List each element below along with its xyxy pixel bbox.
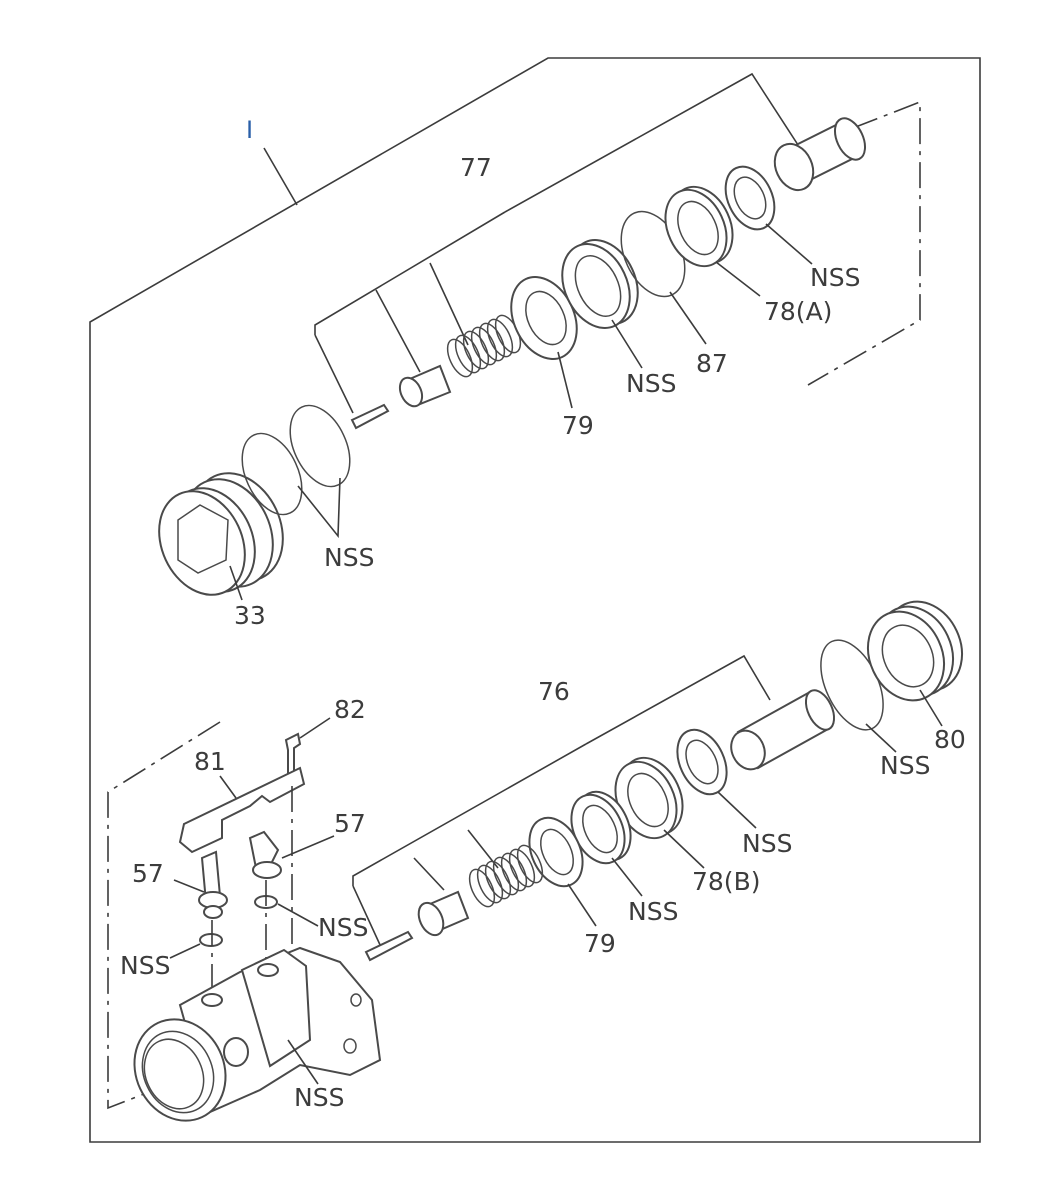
label-ref-I: I — [246, 116, 253, 144]
label-77: 77 — [460, 153, 492, 182]
assembly-outline — [89, 57, 981, 1143]
leader-nss-ring-bottom — [717, 791, 757, 829]
spring-top — [446, 314, 522, 378]
label-nss-ring-top: NSS — [810, 263, 860, 292]
label-79-top: 79 — [562, 411, 594, 440]
leader-82 — [299, 717, 331, 739]
leader-nss-ring — [765, 223, 813, 265]
ring-bottom-small — [676, 728, 728, 796]
o-ring-1 — [241, 432, 303, 516]
label-nss-80: NSS — [880, 751, 930, 780]
label-57-left: 57 — [132, 859, 164, 888]
plug-33 — [158, 472, 284, 596]
bracket-81 — [178, 766, 306, 854]
label-nss-seal-bottom: NSS — [628, 897, 678, 926]
leader-nss-body — [287, 1039, 319, 1085]
label-nss-washer-right: NSS — [318, 913, 368, 942]
leader-nss-seal — [611, 319, 643, 369]
label-78a: 78(A) — [764, 297, 832, 326]
spring-bottom — [468, 844, 544, 908]
spring-seat-bottom — [417, 890, 470, 937]
label-76: 76 — [538, 677, 570, 706]
label-79-bottom: 79 — [584, 929, 616, 958]
label-87: 87 — [696, 349, 728, 378]
pin-bottom — [364, 930, 414, 962]
label-nss-washer-left: NSS — [120, 951, 170, 980]
leader-80 — [919, 689, 943, 727]
leader-nss-washer-left — [169, 943, 201, 959]
label-nss-ring-bottom: NSS — [742, 829, 792, 858]
valve-body — [133, 946, 382, 1122]
dash-frame-top — [807, 100, 921, 386]
leader-I — [263, 147, 298, 206]
seal-top — [561, 239, 639, 329]
label-nss-seal-top: NSS — [626, 369, 676, 398]
fitting-57-right — [248, 830, 282, 879]
seal-78a — [664, 185, 734, 268]
leader-76 — [585, 654, 771, 745]
plug-80 — [867, 600, 963, 702]
seal-bottom — [570, 790, 632, 865]
bracket-76 — [352, 743, 587, 948]
leader-nss-washer-right — [277, 903, 319, 927]
ring-top-small — [724, 165, 776, 231]
leader-87 — [669, 291, 707, 345]
o-ring-2 — [289, 404, 351, 488]
seal-78b — [614, 756, 684, 840]
label-78b: 78(B) — [692, 867, 760, 896]
leader-79-bottom — [567, 883, 597, 927]
leader-nss-80 — [865, 723, 897, 753]
sleeve-bottom — [730, 689, 836, 771]
screw-82 — [284, 732, 302, 782]
leader-57-right — [281, 835, 335, 859]
leader-nss-orings — [297, 477, 341, 539]
label-80: 80 — [934, 725, 966, 754]
washer-left — [199, 933, 223, 947]
leader-78a — [715, 261, 761, 297]
label-nss-body: NSS — [294, 1083, 344, 1112]
label-33: 33 — [234, 601, 266, 630]
label-81: 81 — [194, 747, 226, 776]
label-nss-orings: NSS — [324, 543, 374, 572]
leader-78b — [663, 829, 705, 869]
center-line-right — [265, 786, 293, 960]
leader-77 — [504, 72, 801, 213]
spring-seat-top — [398, 364, 452, 408]
pin-top — [350, 403, 390, 430]
bracket-77 — [314, 211, 506, 414]
sleeve-top — [773, 117, 867, 192]
label-57-right: 57 — [334, 809, 366, 838]
leader-81 — [219, 775, 237, 799]
lower-valve-group: 76 82 81 57 57 NSS NSS NSS 79 NSS 78(B) … — [107, 600, 966, 1122]
leader-79-top — [557, 351, 573, 409]
fitting-57-left — [198, 850, 228, 919]
leader-57-left — [173, 879, 205, 893]
leader-33 — [229, 565, 243, 601]
label-82: 82 — [334, 695, 366, 724]
leader-nss-seal-bottom — [611, 857, 643, 897]
upper-valve-group: I 77 NSS 78(A) 87 NSS 79 NSS 33 — [158, 72, 921, 630]
